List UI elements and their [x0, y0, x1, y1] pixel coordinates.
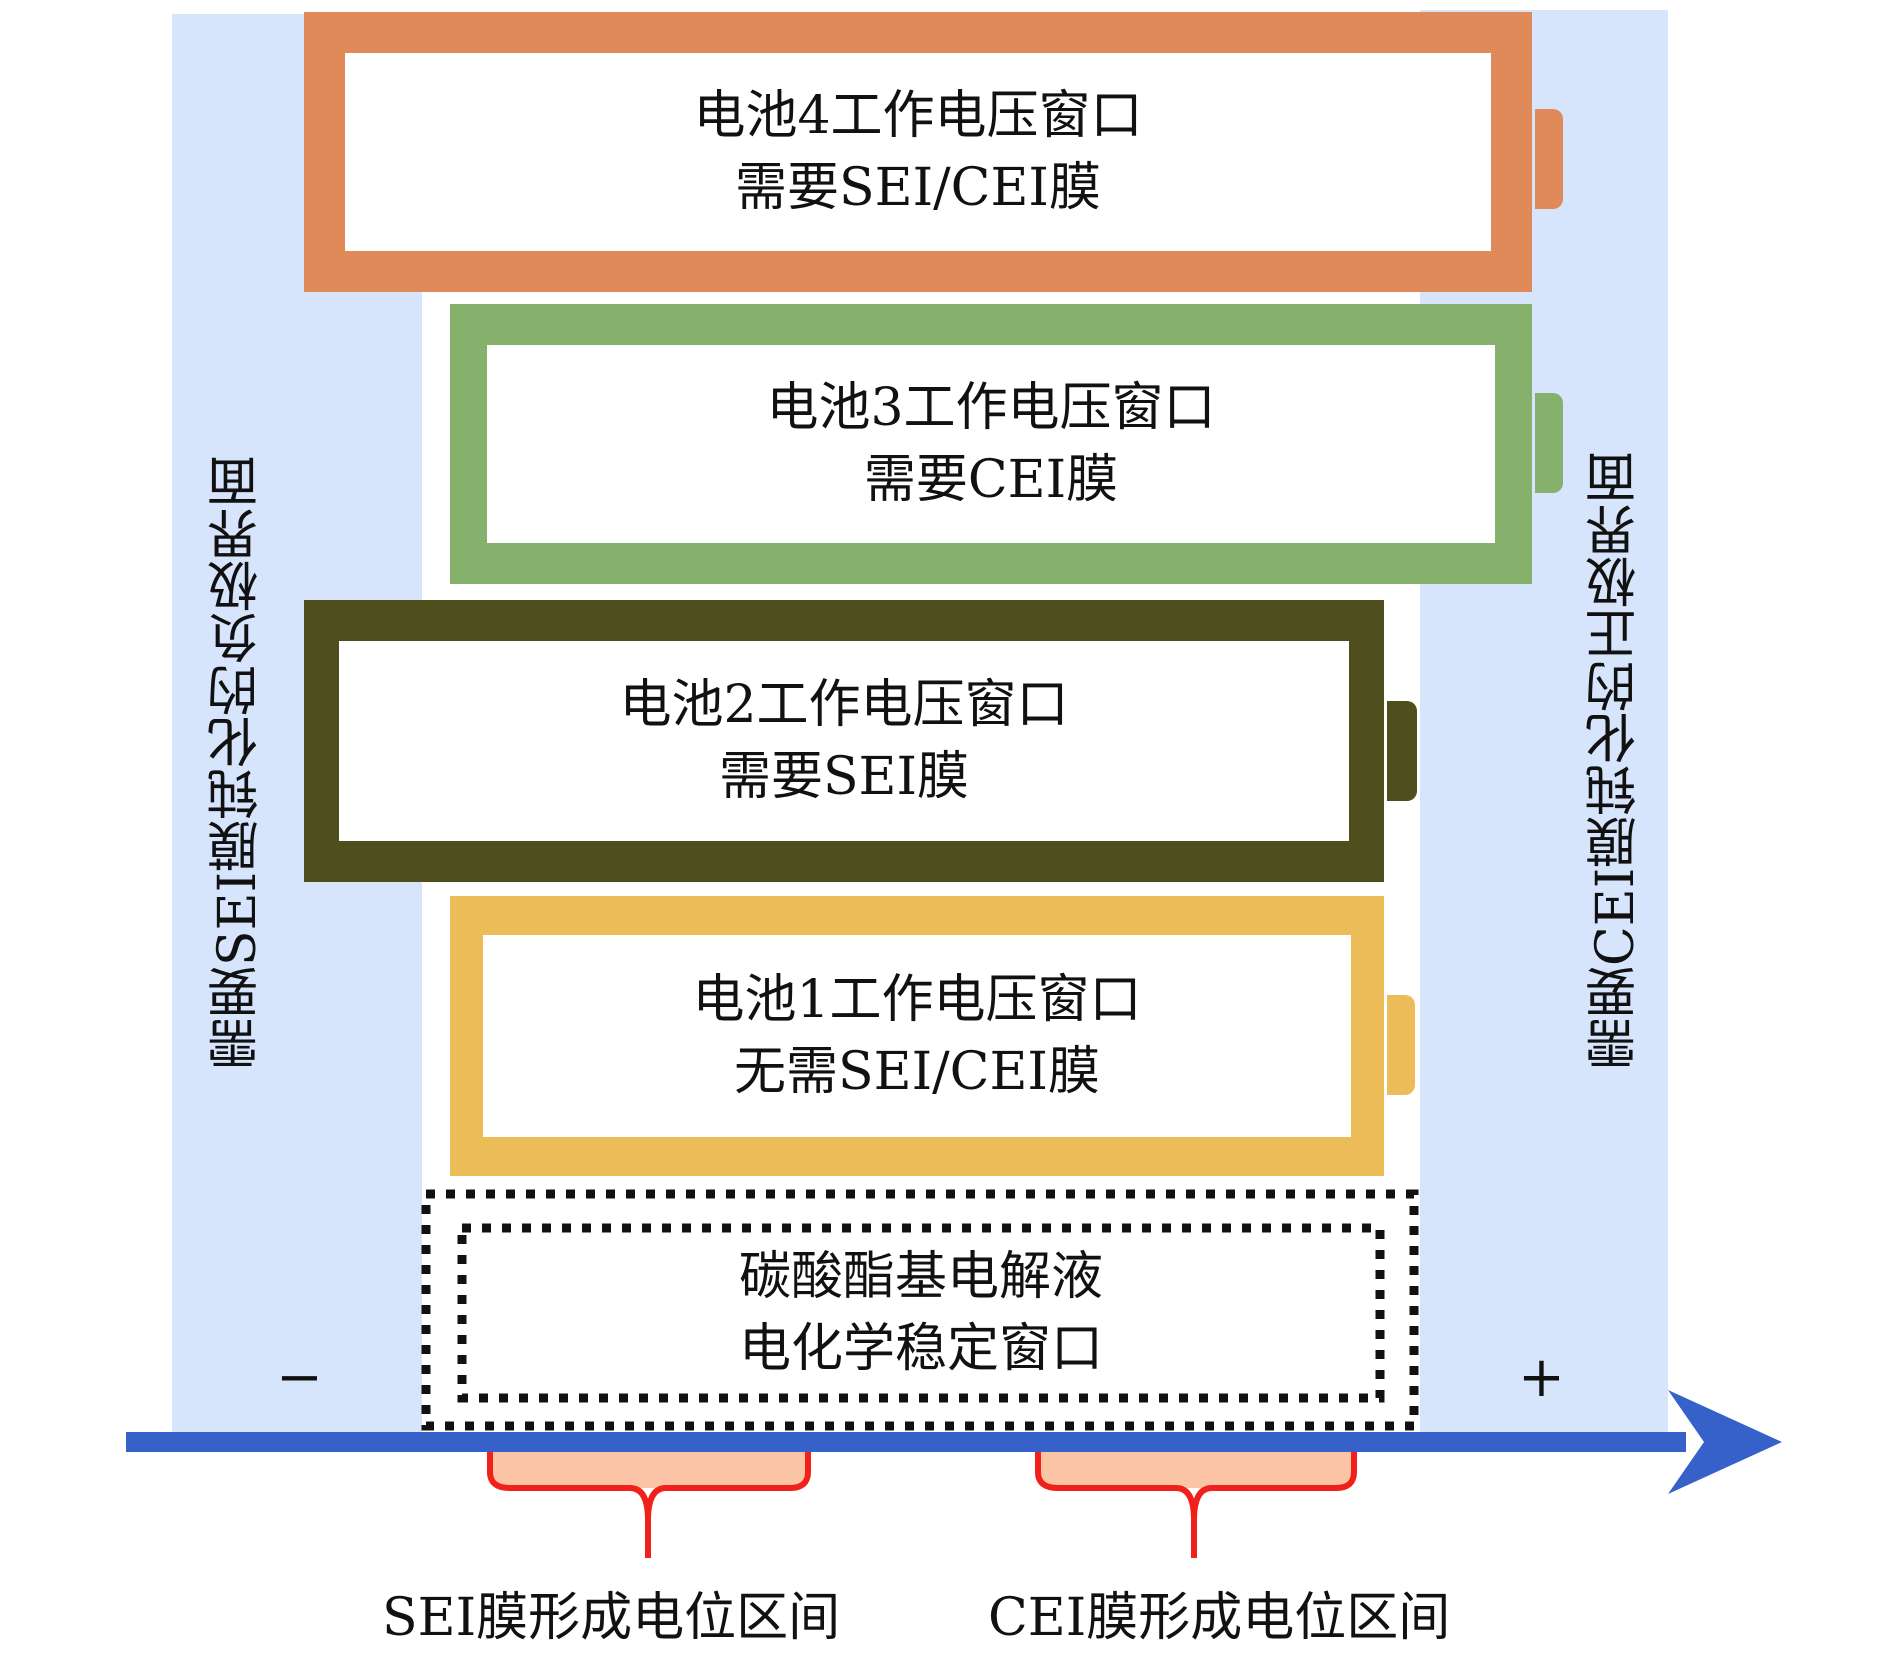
potential-axis-line [126, 1432, 1686, 1452]
battery-4-title: 电池4工作电压窗口 [693, 86, 1143, 146]
battery-2-inner: 电池2工作电压窗口 需要SEI膜 [339, 641, 1349, 841]
battery-3-terminal [1535, 393, 1563, 493]
battery-1-requirement: 无需SEI/CEI膜 [734, 1042, 1100, 1102]
battery-4-window: 电池4工作电压窗口 需要SEI/CEI膜 [304, 12, 1563, 292]
cei-range-fill [1038, 1452, 1354, 1488]
battery-4-terminal [1535, 109, 1563, 209]
electrolyte-outer-dotted-border [421, 1189, 1419, 1431]
sei-range-fill [490, 1452, 808, 1488]
electrolyte-inner-dotted-border [457, 1223, 1385, 1403]
electrolyte-title: 碳酸酯基电解液 [738, 1247, 1103, 1307]
positive-sign: + [1518, 1345, 1565, 1410]
battery-1-terminal [1387, 995, 1415, 1095]
battery-1-title: 电池1工作电压窗口 [692, 970, 1142, 1030]
electrolyte-text: 碳酸酯基电解液 电化学稳定窗口 [462, 1228, 1380, 1398]
cei-range-label: CEI膜形成电位区间 [988, 1588, 1451, 1648]
cei-range-brace [1035, 1452, 1357, 1558]
battery-2-requirement: 需要SEI膜 [718, 747, 970, 807]
battery-4-inner: 电池4工作电压窗口 需要SEI/CEI膜 [345, 53, 1491, 251]
potential-axis-arrowhead [1668, 1390, 1782, 1494]
battery-1-window: 电池1工作电压窗口 无需SEI/CEI膜 [450, 896, 1415, 1176]
battery-1-inner: 电池1工作电压窗口 无需SEI/CEI膜 [483, 935, 1351, 1137]
sei-range-brace [487, 1452, 811, 1558]
battery-3-inner: 电池3工作电压窗口 需要CEI膜 [487, 345, 1495, 543]
battery-2-terminal [1387, 701, 1417, 801]
battery-3-requirement: 需要CEI膜 [863, 450, 1119, 510]
battery-2-title: 电池2工作电压窗口 [619, 675, 1069, 735]
electrolyte-subtitle: 电化学稳定窗口 [738, 1319, 1103, 1379]
battery-2-window: 电池2工作电压窗口 需要SEI膜 [304, 600, 1417, 882]
battery-4-requirement: 需要SEI/CEI膜 [735, 158, 1101, 218]
negative-sign: − [276, 1345, 323, 1410]
battery-3-window: 电池3工作电压窗口 需要CEI膜 [450, 304, 1563, 584]
sei-range-label: SEI膜形成电位区间 [382, 1588, 841, 1648]
battery-3-title: 电池3工作电压窗口 [766, 378, 1216, 438]
